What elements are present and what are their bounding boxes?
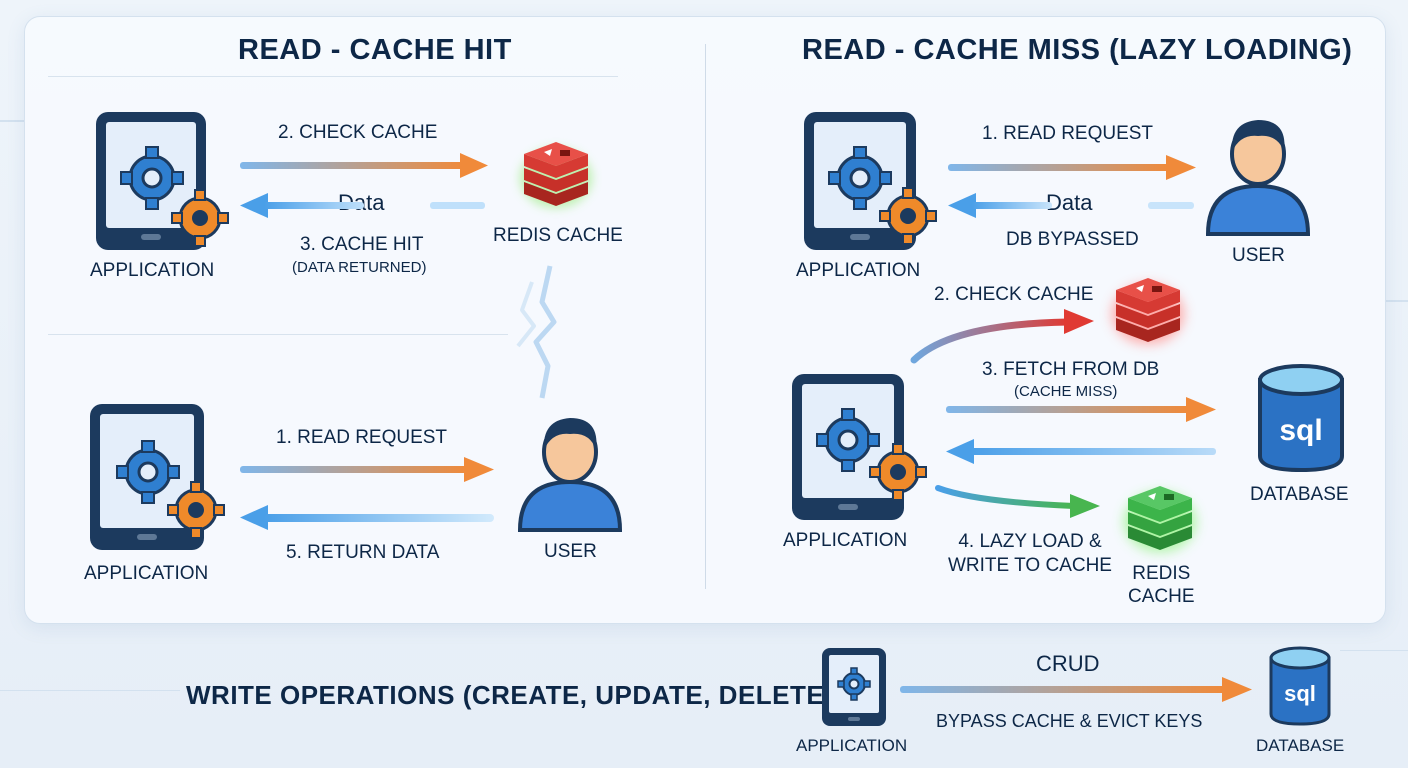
sql-text: sql bbox=[1284, 681, 1316, 706]
arrow-right-icon bbox=[240, 153, 488, 178]
redis-cache-label: REDIS CACHE bbox=[1128, 562, 1195, 608]
title-underline-left bbox=[48, 76, 618, 77]
check-cache-label: 2. CHECK CACHE bbox=[278, 122, 438, 143]
user-icon bbox=[1205, 120, 1311, 236]
arrow-right-icon bbox=[900, 677, 1252, 702]
data-label: Data bbox=[1046, 190, 1093, 215]
tablet-gear-icon bbox=[792, 374, 927, 520]
section-divider-left bbox=[48, 334, 508, 335]
data-returned-label: (DATA RETURNED) bbox=[292, 259, 427, 276]
redis-line1: REDIS bbox=[1132, 563, 1191, 584]
db-bypassed-label: DB BYPASSED bbox=[1006, 229, 1139, 250]
arrow-right-icon bbox=[910, 309, 1094, 364]
arrow-left-icon bbox=[240, 505, 494, 530]
tablet-gear-icon bbox=[90, 404, 225, 550]
application-label: APPLICATION bbox=[783, 530, 908, 551]
lightning-icon bbox=[516, 265, 557, 399]
cache-miss-title: READ - CACHE MISS (LAZY LOADING) bbox=[802, 34, 1353, 66]
redis-cache-label: REDIS CACHE bbox=[493, 225, 623, 246]
read-request-label: 1. READ REQUEST bbox=[276, 427, 448, 448]
redis-cache-icon bbox=[520, 142, 592, 208]
application-label: APPLICATION bbox=[84, 563, 209, 584]
arrow-right-icon bbox=[948, 155, 1196, 180]
cache-hit-title: READ - CACHE HIT bbox=[238, 34, 512, 66]
check-cache-label: 2. CHECK CACHE bbox=[934, 284, 1094, 305]
crud-label: CRUD bbox=[1036, 651, 1100, 676]
panel-divider bbox=[705, 44, 706, 589]
application-label: APPLICATION bbox=[796, 260, 921, 281]
redis-cache-icon bbox=[1112, 278, 1184, 344]
application-label: APPLICATION bbox=[796, 736, 908, 755]
sql-database-icon: sql bbox=[1269, 646, 1331, 726]
arrow-right-icon bbox=[240, 457, 494, 482]
read-request-label: 1. READ REQUEST bbox=[982, 123, 1154, 144]
write-operations-title: WRITE OPERATIONS (CREATE, UPDATE, DELETE… bbox=[186, 680, 834, 710]
tablet-gear-icon bbox=[96, 112, 229, 250]
redis-line2: CACHE bbox=[1128, 586, 1195, 607]
sql-database-icon: sql bbox=[1258, 364, 1344, 473]
redis-cache-icon bbox=[1124, 486, 1196, 552]
lazy-load-line1: 4. LAZY LOAD & bbox=[958, 531, 1102, 552]
fetch-from-db-label: 3. FETCH FROM DB bbox=[982, 359, 1160, 380]
lazy-load-label: 4. LAZY LOAD & WRITE TO CACHE bbox=[948, 530, 1112, 578]
cache-hit-label: 3. CACHE HIT bbox=[300, 234, 424, 255]
lazy-load-line2: WRITE TO CACHE bbox=[948, 555, 1112, 576]
bypass-cache-label: BYPASS CACHE & EVICT KEYS bbox=[936, 711, 1203, 731]
tablet-gear-icon bbox=[804, 112, 937, 250]
database-label: DATABASE bbox=[1250, 484, 1349, 505]
arrow-left-icon bbox=[240, 193, 485, 218]
sql-text: sql bbox=[1279, 414, 1322, 447]
database-label: DATABASE bbox=[1256, 736, 1345, 755]
user-label: USER bbox=[544, 541, 597, 562]
user-icon bbox=[517, 418, 623, 532]
arrow-right-icon bbox=[935, 485, 1100, 518]
cache-miss-note: (CACHE MISS) bbox=[1014, 383, 1118, 400]
return-data-label: 5. RETURN DATA bbox=[286, 542, 440, 563]
tablet-gear-icon bbox=[822, 648, 886, 726]
application-label: APPLICATION bbox=[90, 260, 215, 281]
arrow-right-icon bbox=[946, 397, 1216, 422]
arrow-left-icon bbox=[946, 439, 1216, 464]
arrow-left-icon bbox=[948, 193, 1194, 218]
user-label: USER bbox=[1232, 245, 1285, 266]
